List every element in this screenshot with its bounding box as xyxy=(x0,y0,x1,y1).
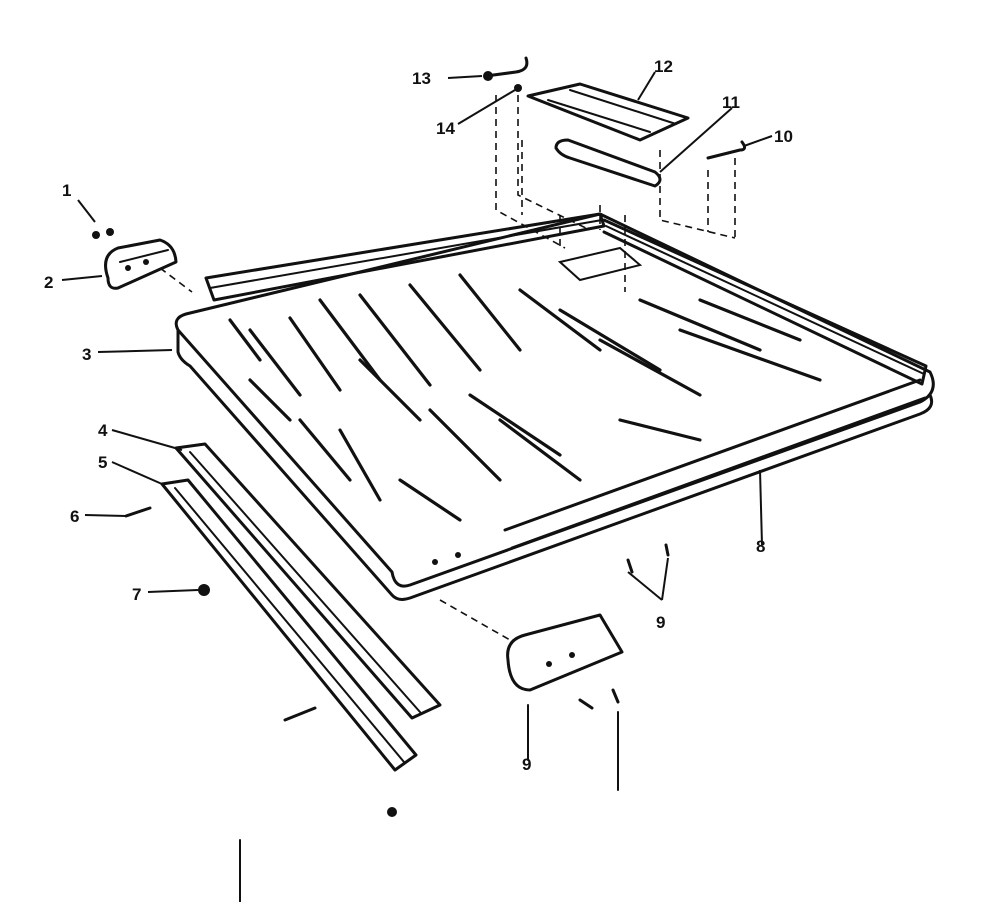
callout-4: 4 xyxy=(98,421,108,440)
screws-part-9-right xyxy=(626,543,670,574)
bottom-bracket xyxy=(506,613,624,791)
assembly-lines xyxy=(159,95,736,641)
callout-3: 3 xyxy=(82,345,91,364)
callout-10: 10 xyxy=(774,127,793,146)
handle xyxy=(554,138,662,188)
callout-14: 14 xyxy=(436,119,455,138)
screw-14 xyxy=(514,84,522,92)
long-bracket xyxy=(174,442,442,720)
callout-6: 6 xyxy=(70,507,79,526)
callout-8: 8 xyxy=(756,537,765,556)
callout-5: 5 xyxy=(98,453,107,472)
clip-10 xyxy=(706,140,747,160)
screws-part-6-7 xyxy=(124,506,397,817)
table-top xyxy=(174,212,935,601)
end-cap-left xyxy=(104,238,178,290)
callout-9-bottom: 9 xyxy=(522,755,531,774)
callout-2: 2 xyxy=(44,273,53,292)
callout-7: 7 xyxy=(132,585,141,604)
callout-labels: 1 2 3 4 5 6 7 8 9 9 10 11 12 13 14 xyxy=(44,57,793,774)
callout-1: 1 xyxy=(62,181,71,200)
callout-9: 9 xyxy=(656,613,665,632)
hook-13 xyxy=(483,56,529,81)
angle-rail xyxy=(160,478,418,772)
latch-plate xyxy=(526,82,690,142)
callout-11: 11 xyxy=(722,93,740,112)
callout-12: 12 xyxy=(654,57,673,76)
callout-leaders xyxy=(61,71,773,760)
screws-part-1 xyxy=(92,228,114,239)
callout-13: 13 xyxy=(412,69,431,88)
